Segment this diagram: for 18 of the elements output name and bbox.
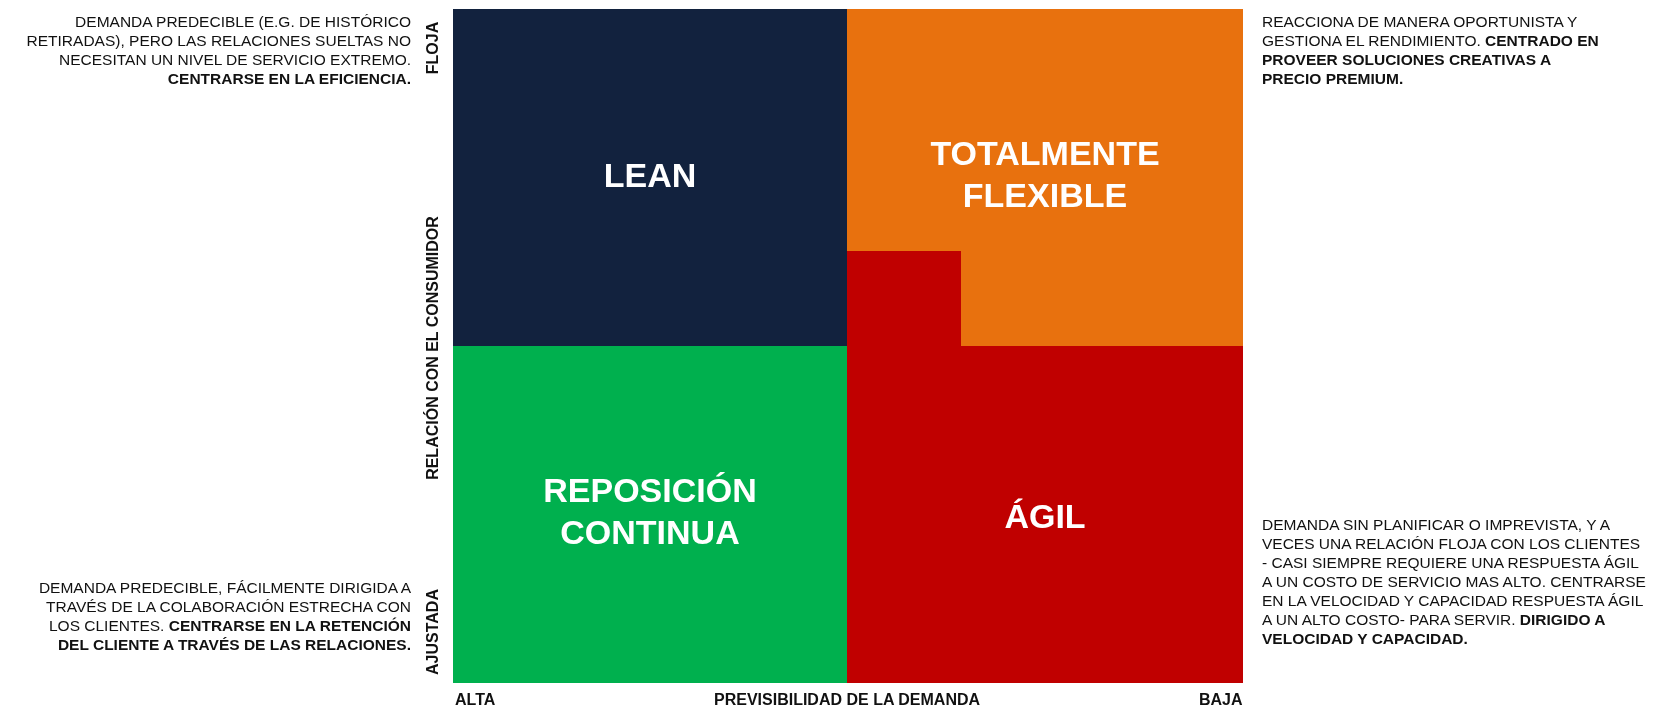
quadrant-l-shape	[847, 251, 1243, 683]
axis-label: BAJA	[1199, 691, 1243, 709]
quadrant-box	[453, 9, 847, 346]
axis-title: RELACIÓN CON EL CONSUMIDOR	[423, 216, 442, 480]
axis-label: AJUSTADA	[423, 589, 442, 675]
quadrant-title: REPOSICIÓN CONTINUA	[542, 470, 758, 553]
axis-label: FLOJA	[424, 21, 443, 75]
note-text: DEMANDA PREDECIBLE (E.G. DE HISTÓRICO RETIRADAS), PERO LAS RELACIONES SUELTAS NO NECESITAN UN NIVEL DE SERVICIO EXTREMO. CENTRARSE EN LA EFICIENCIA.	[25, 12, 411, 88]
note-text: DEMANDA SIN PLANIFICAR O IMPREVISTA, Y A VECES UNA RELACIÓN FLOJA CON LOS CLIENTES - CASI SIEMPRE REQUIERE UNA RESPUESTA ÁGIL A UN COSTO DE SERVICIO MAS ALTO. CENTRARSE EN LA VELOCIDAD Y CAPACIDAD RESPUESTA ÁGIL A UN ALTO COSTO- PARA SERVIR. DIRIGIDO A VELOCIDAD Y CAPACIDAD.	[1262, 515, 1647, 648]
axis-title: PREVISIBILIDAD DE LA DEMANDA	[714, 691, 981, 709]
note-text: DEMANDA PREDECIBLE, FÁCILMENTE DIRIGIDA A TRAVÉS DE LA COLABORACIÓN ESTRECHA CON LOS CLIENTES. CENTRARSE EN LA RETENCIÓN DEL CLIENTE A TRAVÉS DE LAS RELACIONES.	[37, 578, 411, 654]
axis-label: ALTA	[455, 691, 496, 709]
quadrant-title: TOTALMENTE FLEXIBLE	[929, 133, 1161, 216]
note-text: REACCIONA DE MANERA OPORTUNISTA Y GESTIONA EL RENDIMIENTO. CENTRADO EN PROVEER SOLUCIONES CREATIVAS A PRECIO PREMIUM.	[1262, 12, 1600, 88]
quadrant-box	[453, 346, 847, 683]
quadrant-title: LEAN	[602, 155, 698, 196]
quadrant-box	[847, 9, 1243, 346]
quadrant-title: ÁGIL	[1003, 496, 1087, 537]
